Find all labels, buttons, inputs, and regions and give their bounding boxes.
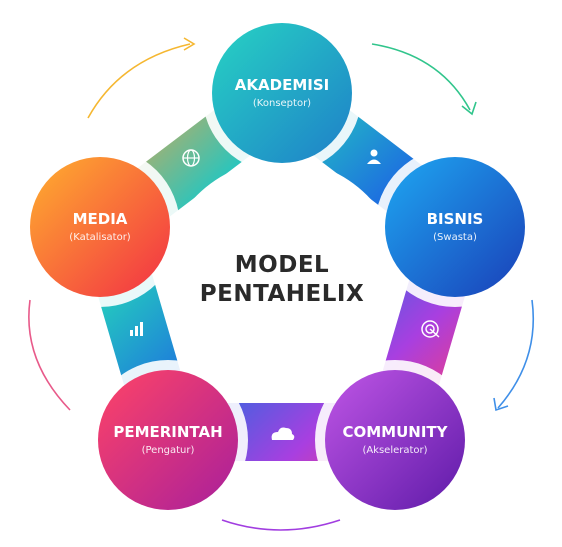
node-akademisi: AKADEMISI (Konseptor) <box>202 13 362 173</box>
node-pemerintah: PEMERINTAH (Pengatur) <box>88 360 248 520</box>
bar-chart-icon <box>130 322 143 336</box>
arrow-media-to-akademisi <box>87 43 191 119</box>
node-subtitle: (Swasta) <box>433 232 477 243</box>
node-subtitle: (Konseptor) <box>253 98 311 109</box>
node-community: COMMUNITY (Akselerator) <box>315 360 475 520</box>
person-icon <box>367 149 381 164</box>
center-title: MODEL PENTAHELIX <box>200 252 364 307</box>
node-title: MEDIA <box>73 210 128 228</box>
cloud-icon <box>271 427 295 440</box>
globe-icon <box>182 149 200 167</box>
arrow-bisnis-to-community <box>497 299 535 409</box>
outer-arrows <box>28 37 535 531</box>
target-icon <box>421 320 440 338</box>
node-title: BISNIS <box>427 210 484 228</box>
node-media: MEDIA (Katalisator) <box>20 147 180 307</box>
center-area <box>162 160 402 400</box>
arrow-community-to-pemerintah <box>221 519 341 531</box>
node-title: PEMERINTAH <box>113 423 222 441</box>
node-title: COMMUNITY <box>342 423 448 441</box>
arrow-pemerintah-to-media <box>28 299 71 411</box>
node-subtitle: (Katalisator) <box>69 232 131 243</box>
node-subtitle: (Pengatur) <box>142 445 195 456</box>
center-title-line2: PENTAHELIX <box>200 281 364 307</box>
center-title-line1: MODEL <box>235 252 329 278</box>
arrow-akademisi-to-bisnis <box>371 43 471 111</box>
node-subtitle: (Akselerator) <box>362 445 427 456</box>
node-bisnis: BISNIS (Swasta) <box>375 147 535 307</box>
node-title: AKADEMISI <box>235 76 329 94</box>
